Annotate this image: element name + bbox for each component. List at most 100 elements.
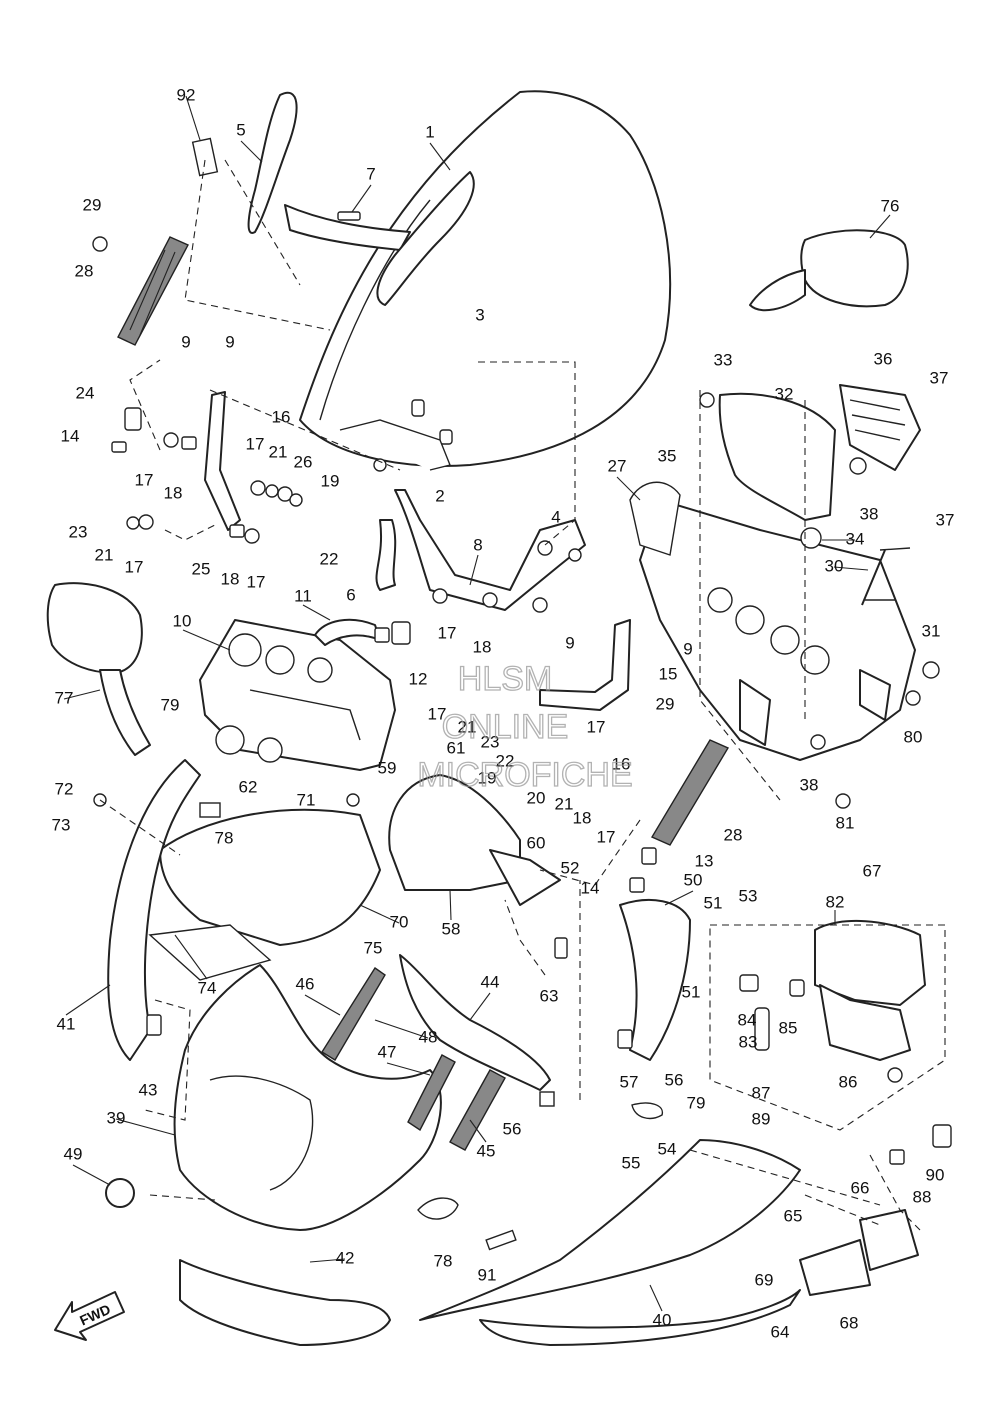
part-callout-28: 28 xyxy=(724,825,743,844)
part-callout-25: 25 xyxy=(192,559,211,578)
part-callout-76: 76 xyxy=(881,196,900,215)
part-callout-31: 31 xyxy=(922,621,941,640)
part-callout-82: 82 xyxy=(826,892,845,911)
part-callout-17: 17 xyxy=(587,717,606,736)
leader-lines xyxy=(63,95,921,1312)
part-callout-4: 4 xyxy=(551,507,560,526)
part-callout-11: 11 xyxy=(294,586,312,605)
part-callout-3: 3 xyxy=(475,305,484,324)
watermark-line-1: HLSM xyxy=(458,660,552,698)
part-callout-1: 1 xyxy=(425,122,434,141)
part-callout-64: 64 xyxy=(771,1322,790,1341)
part-callout-51: 51 xyxy=(704,893,723,912)
part-callout-68: 68 xyxy=(840,1313,859,1332)
part-callout-17: 17 xyxy=(428,704,447,723)
part-callout-29: 29 xyxy=(83,195,102,214)
part-callout-88: 88 xyxy=(913,1187,932,1206)
part-callout-81: 81 xyxy=(836,813,855,832)
mirror-right xyxy=(749,229,909,312)
part-callout-57: 57 xyxy=(620,1072,639,1091)
part-callout-33: 33 xyxy=(714,350,733,369)
part-callout-69: 69 xyxy=(755,1270,774,1289)
part-callout-36: 36 xyxy=(874,349,893,368)
part-callout-91: 91 xyxy=(478,1265,497,1284)
part-callout-5: 5 xyxy=(236,120,245,139)
part-callout-85: 85 xyxy=(779,1018,798,1037)
part-callout-56: 56 xyxy=(665,1070,684,1089)
windscreen xyxy=(299,90,672,472)
fasteners xyxy=(92,236,952,1296)
part-callout-17: 17 xyxy=(135,470,154,489)
part-callout-63: 63 xyxy=(540,986,559,1005)
part-callout-79: 79 xyxy=(161,695,180,714)
part-callout-19: 19 xyxy=(321,471,340,490)
part-callout-66: 66 xyxy=(851,1178,870,1197)
part-callout-17: 17 xyxy=(125,557,144,576)
part-callout-9: 9 xyxy=(225,332,234,351)
mount-bracket xyxy=(839,384,921,471)
part-callout-90: 90 xyxy=(926,1165,945,1184)
part-callout-21: 21 xyxy=(555,794,574,813)
part-callout-17: 17 xyxy=(597,827,616,846)
part-callout-46: 46 xyxy=(296,974,315,993)
part-callout-2: 2 xyxy=(435,486,444,505)
part-callout-80: 80 xyxy=(904,727,923,746)
part-callout-60: 60 xyxy=(527,833,546,852)
part-callout-17: 17 xyxy=(247,572,266,591)
part-callout-92: 92 xyxy=(177,85,196,104)
part-callout-45: 45 xyxy=(477,1141,496,1160)
part-callout-7: 7 xyxy=(366,164,375,183)
part-callout-72: 72 xyxy=(55,779,74,798)
part-callout-84: 84 xyxy=(738,1010,757,1029)
part-callout-17: 17 xyxy=(246,434,265,453)
part-callout-56: 56 xyxy=(503,1119,522,1138)
under-cowl xyxy=(419,1139,801,1346)
part-callout-86: 86 xyxy=(839,1072,858,1091)
part-callout-65: 65 xyxy=(784,1206,803,1225)
part-callout-38: 38 xyxy=(860,504,879,523)
part-callout-18: 18 xyxy=(221,569,240,588)
part-callout-12: 12 xyxy=(409,669,428,688)
part-callout-62: 62 xyxy=(239,777,258,796)
part-callout-58: 58 xyxy=(442,919,461,938)
watermark-line-3: MICROFICHE xyxy=(417,756,632,794)
front-cowl xyxy=(173,964,442,1346)
part-callout-30: 30 xyxy=(825,556,844,575)
mirror-left xyxy=(46,582,151,756)
part-callout-18: 18 xyxy=(164,483,183,502)
part-callout-20: 20 xyxy=(527,788,546,807)
part-callout-27: 27 xyxy=(608,456,627,475)
top-cover xyxy=(718,392,836,521)
part-callout-29: 29 xyxy=(656,694,675,713)
part-callout-16: 16 xyxy=(272,407,291,426)
part-callout-74: 74 xyxy=(198,978,217,997)
air-duct xyxy=(321,954,551,1151)
part-callout-50: 50 xyxy=(684,870,703,889)
part-callout-42: 42 xyxy=(336,1248,355,1267)
part-callout-35: 35 xyxy=(658,446,677,465)
part-callout-22: 22 xyxy=(320,549,339,568)
stay-bracket-left xyxy=(204,391,241,531)
part-callout-49: 49 xyxy=(64,1144,83,1163)
part-callout-78: 78 xyxy=(434,1251,453,1270)
part-callout-18: 18 xyxy=(573,808,592,827)
caution-label xyxy=(191,137,219,177)
stay-bracket-right xyxy=(539,619,631,711)
part-callout-61: 61 xyxy=(447,738,466,757)
wire-harness xyxy=(314,618,411,646)
side-cowl-left xyxy=(107,759,381,1061)
part-callout-9: 9 xyxy=(181,332,190,351)
part-callout-9: 9 xyxy=(683,639,692,658)
part-callout-89: 89 xyxy=(752,1109,771,1128)
part-callout-44: 44 xyxy=(481,972,500,991)
part-callout-54: 54 xyxy=(658,1139,677,1158)
part-callout-21: 21 xyxy=(458,717,477,736)
part-callout-23: 23 xyxy=(481,732,500,751)
part-callout-34: 34 xyxy=(846,529,865,548)
part-callout-75: 75 xyxy=(364,938,383,957)
part-callout-79: 79 xyxy=(687,1093,706,1112)
part-callout-24: 24 xyxy=(76,383,95,402)
part-callout-8: 8 xyxy=(473,535,482,554)
part-callout-28: 28 xyxy=(75,261,94,280)
